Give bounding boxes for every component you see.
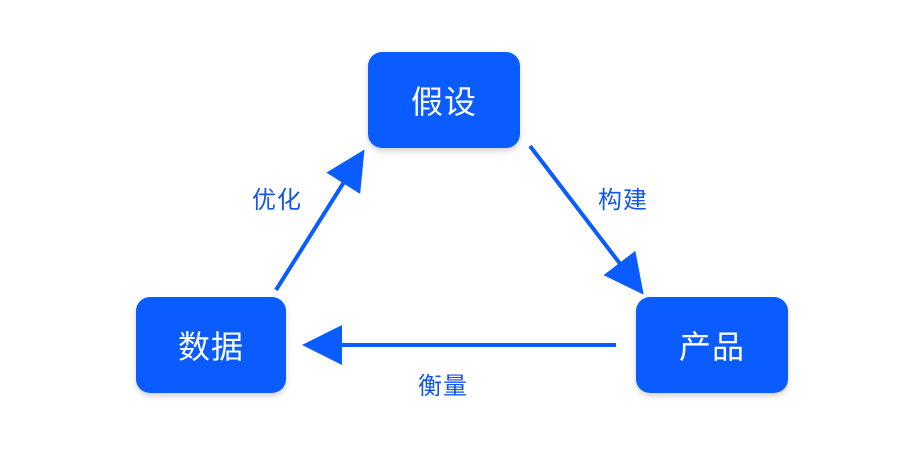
node-product: 产品 — [636, 297, 788, 393]
node-data: 数据 — [136, 297, 286, 393]
arrow-hypothesis-to-product — [528, 144, 644, 295]
arrow-data-to-hypothesis — [274, 149, 365, 292]
edge-label-measure: 衡量 — [418, 372, 468, 400]
node-hypothesis: 假设 — [368, 52, 520, 148]
node-hypothesis-label: 假设 — [410, 83, 477, 121]
node-product-label: 产品 — [678, 328, 745, 366]
edge-label-optimize: 优化 — [252, 186, 302, 214]
edge-label-build: 构建 — [598, 186, 648, 214]
node-data-label: 数据 — [177, 328, 244, 366]
